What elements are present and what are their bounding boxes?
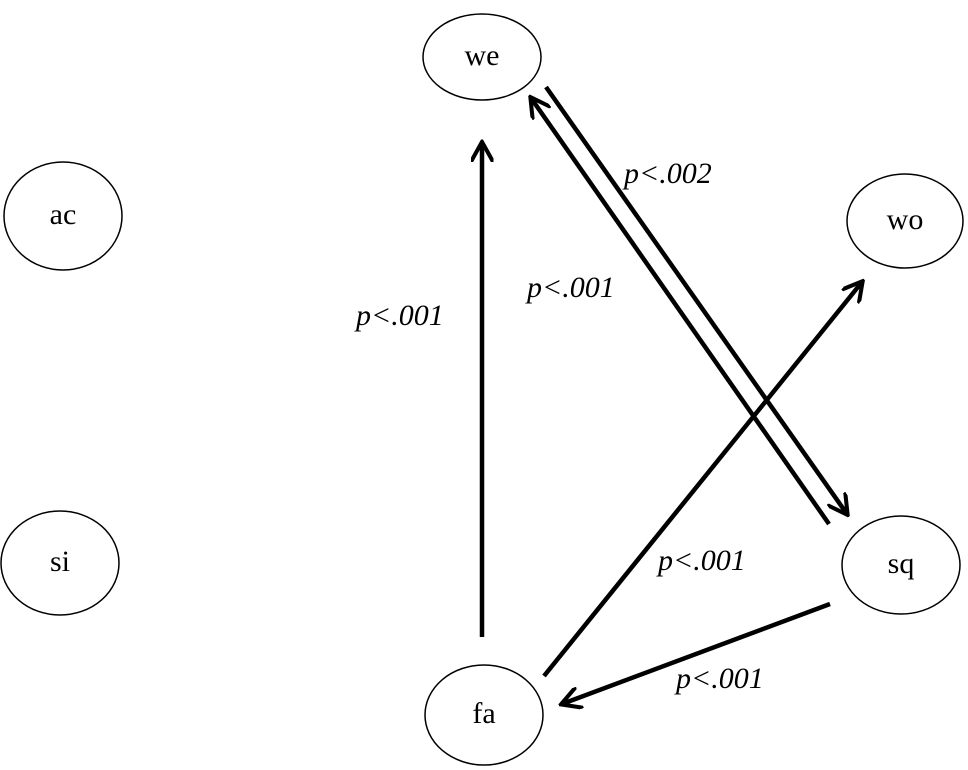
- edge-labels: p<.001 p<.002 p<.001 p<.001 p<.001: [354, 157, 764, 695]
- edges: [482, 85, 862, 704]
- node-label-we: we: [465, 39, 500, 72]
- node-fa: fa: [424, 664, 544, 766]
- node-label-wo: wo: [887, 203, 924, 236]
- edge-sq-to-we: [531, 98, 831, 526]
- edge-label-we-sq: p<.002: [622, 157, 712, 190]
- node-sq: sq: [841, 515, 961, 615]
- edge-label-sq-fa: p<.001: [674, 662, 764, 695]
- node-si: si: [0, 510, 120, 616]
- edge-sq-to-fa: [562, 601, 831, 704]
- edge-fa-to-wo: [542, 282, 862, 678]
- edge-label-fa-we: p<.001: [354, 299, 444, 332]
- node-label-si: si: [50, 545, 70, 578]
- node-ac: ac: [3, 161, 123, 271]
- edge-we-to-sq: [544, 85, 847, 514]
- node-label-ac: ac: [50, 198, 77, 231]
- node-label-fa: fa: [472, 697, 495, 730]
- node-we: we: [422, 13, 542, 101]
- node-wo: wo: [846, 173, 964, 269]
- edge-label-fa-wo: p<.001: [656, 544, 746, 577]
- edge-label-sq-we: p<.001: [525, 271, 615, 304]
- node-label-sq: sq: [888, 547, 915, 580]
